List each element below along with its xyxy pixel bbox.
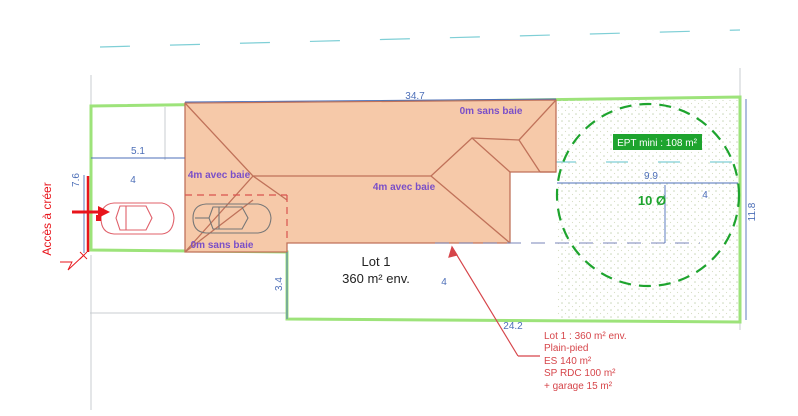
note-line: ES 140 m² — [544, 356, 592, 367]
dim-small-4-b: 4 — [702, 190, 708, 201]
boundary-lines — [90, 68, 741, 410]
dim-top: 34.7 — [405, 91, 425, 102]
dim-left-width: 5.1 — [131, 146, 145, 157]
ept-tree-circle — [555, 102, 741, 288]
lot-name: Lot 1 — [362, 254, 391, 269]
dim-small-4-a: 4 — [130, 175, 136, 186]
dim-bottom-left-height: 3.4 — [274, 277, 285, 291]
dim-bottom: 24.2 — [503, 321, 523, 332]
note-line: SP RDC 100 m² — [544, 368, 616, 379]
setback-left-lower: 0m sans baie — [191, 240, 254, 251]
lot-area: 360 m² env. — [342, 271, 410, 286]
dim-small-4-c: 4 — [441, 277, 447, 288]
ept-label: EPT mini : 108 m² — [617, 138, 698, 149]
access-label: Accès à créer — [40, 182, 54, 255]
access-arrow-icon — [60, 176, 110, 271]
setback-top-right: 0m sans baie — [460, 106, 523, 117]
note-leader — [448, 245, 540, 357]
car-icon — [192, 203, 272, 234]
dim-right-height: 11.8 — [747, 202, 758, 221]
ept-label-box — [613, 134, 702, 150]
note-line: Lot 1 : 360 m² env. — [544, 331, 627, 342]
tree-count: 10 Ø — [638, 193, 666, 208]
dim-left-height: 7.6 — [71, 173, 82, 187]
setback-middle: 4m avec baie — [373, 182, 436, 193]
dim-right-width: 9.9 — [644, 171, 658, 182]
setback-left-upper: 4m avec baie — [188, 170, 251, 181]
car-icon — [96, 202, 175, 235]
dimension-lines — [83, 98, 747, 320]
note-line: + garage 15 m² — [544, 381, 613, 392]
note-line: Plain-pied — [544, 343, 588, 354]
lot-note: Lot 1 : 360 m² env. Plain-pied ES 140 m²… — [544, 331, 627, 392]
